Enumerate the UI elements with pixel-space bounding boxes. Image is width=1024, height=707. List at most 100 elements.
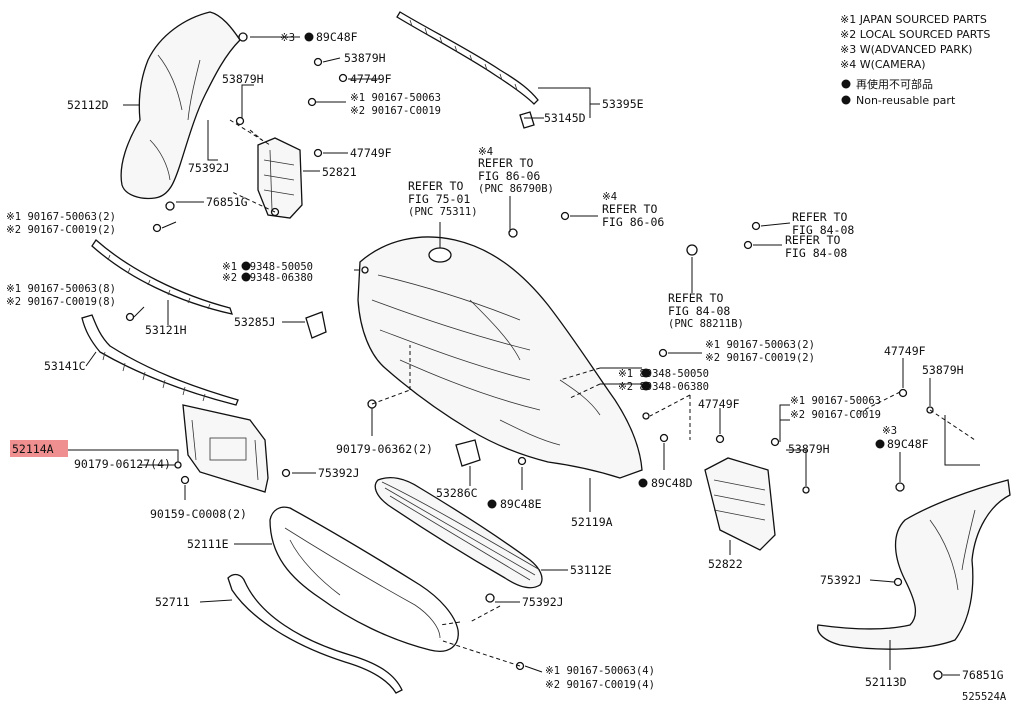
part-52113D-shape[interactable] — [816, 479, 1011, 650]
label-90167-C0019-a[interactable]: ※2 90167-C0019 — [350, 105, 441, 117]
part-53395E-shape[interactable] — [396, 11, 539, 105]
label-90167-C0019-c[interactable]: ※2 90167-C0019 — [790, 409, 881, 421]
legend-japan: ※1 JAPAN SOURCED PARTS — [840, 13, 987, 26]
leader-lines — [68, 36, 980, 676]
label-90167-50063-2a[interactable]: ※1 90167-50063(2) — [6, 211, 116, 223]
label-47749F-a[interactable]: 47749F — [350, 72, 392, 86]
label-53395E[interactable]: 53395E — [602, 97, 644, 111]
label-ref84b-1[interactable]: REFER TO — [785, 233, 840, 247]
label-52112D[interactable]: 52112D — [67, 98, 109, 112]
part-52822-shape[interactable] — [704, 457, 776, 551]
label-90159-C0008[interactable]: 90159-C0008(2) — [150, 507, 247, 521]
non-reusable-dot-icon — [841, 79, 851, 89]
non-reusable-dot-icon — [841, 95, 851, 105]
legend-non-reusable-jp: 再使用不可部品 — [856, 77, 933, 91]
label-53286C[interactable]: 53286C — [436, 486, 478, 500]
label-53879H-b[interactable]: 53879H — [222, 72, 264, 86]
clip-53145D-shape — [519, 111, 535, 129]
label-ref86a-0: ※4 — [478, 146, 493, 158]
label-ref84b-2[interactable]: FIG 84-08 — [785, 246, 847, 260]
label-76851G-a[interactable]: 76851G — [206, 195, 248, 209]
cover-53285J-shape — [305, 311, 327, 339]
figure-id: 525524A — [962, 691, 1007, 703]
label-75392J-b[interactable]: 75392J — [318, 466, 360, 480]
part-52114A-shape[interactable] — [182, 404, 269, 493]
legend-advanced-park: ※3 W(ADVANCED PARK) — [840, 43, 972, 56]
part-52111E-shape[interactable] — [269, 506, 459, 652]
fasteners — [125, 32, 943, 680]
label-52821[interactable]: 52821 — [322, 165, 357, 179]
part-53141C-shape[interactable] — [81, 314, 239, 406]
label-ref84a-1[interactable]: REFER TO — [792, 210, 847, 224]
label-90179-06127[interactable]: 90179-06127(4) — [74, 457, 171, 471]
label-ref86b-0: ※4 — [602, 191, 617, 203]
label-89348-06380-a[interactable]: ※2 89348-06380 — [222, 272, 313, 284]
label-47749F-d[interactable]: 47749F — [884, 344, 926, 358]
label-53145D[interactable]: 53145D — [544, 111, 586, 125]
label-89348-50050-b[interactable]: ※1 89348-50050 — [618, 368, 709, 380]
label-ref86a-3: (PNC 86790B) — [478, 183, 554, 195]
label-52111E[interactable]: 52111E — [187, 537, 229, 551]
label-53112E[interactable]: 53112E — [570, 563, 612, 577]
label-ref86b-2[interactable]: FIG 86-06 — [602, 215, 664, 229]
label-89C48F-b[interactable]: 89C48F — [887, 437, 929, 451]
labels: ※3 89C48F 53879H 47749F 53879H 52112D ※1… — [6, 30, 1007, 703]
label-90167-50063-4[interactable]: ※1 90167-50063(4) — [545, 665, 655, 677]
label-ref84c-1[interactable]: REFER TO — [668, 291, 723, 305]
label-89348-06380-b[interactable]: ※2 89348-06380 — [618, 381, 709, 393]
label-ref86a-2[interactable]: FIG 86-06 — [478, 169, 540, 183]
label-89C48E[interactable]: 89C48E — [500, 497, 542, 511]
label-47749F-b[interactable]: 47749F — [350, 146, 392, 160]
label-90167-C0019-4[interactable]: ※2 90167-C0019(4) — [545, 679, 655, 691]
non-reusable-markers — [241, 32, 885, 509]
label-90167-50063-8[interactable]: ※1 90167-50063(8) — [6, 283, 116, 295]
label-90167-50063-a[interactable]: ※1 90167-50063 — [350, 92, 441, 104]
label-89348-50050-a[interactable]: ※1 89348-50050 — [222, 261, 313, 273]
label-89C48D[interactable]: 89C48D — [651, 476, 693, 490]
highlight-52114A — [10, 440, 68, 457]
label-90167-50063-c[interactable]: ※1 90167-50063 — [790, 395, 881, 407]
part-52112D-shape[interactable] — [120, 11, 241, 200]
cap-53286C-shape — [455, 439, 481, 467]
label-52119A[interactable]: 52119A — [571, 515, 613, 529]
label-90167-C0019-2a[interactable]: ※2 90167-C0019(2) — [6, 224, 116, 236]
part-52711-shape[interactable] — [227, 573, 403, 694]
label-75392J-a[interactable]: 75392J — [188, 161, 230, 175]
label-ref75-1[interactable]: REFER TO — [408, 179, 463, 193]
label-52113D[interactable]: 52113D — [865, 675, 907, 689]
label-76851G-b[interactable]: 76851G — [962, 668, 1004, 682]
label-53285J[interactable]: 53285J — [234, 315, 276, 329]
label-90167-50063-2b[interactable]: ※1 90167-50063(2) — [705, 339, 815, 351]
label-89C48F-a[interactable]: 89C48F — [316, 30, 358, 44]
label-52711[interactable]: 52711 — [155, 595, 190, 609]
label-47749F-c[interactable]: 47749F — [698, 397, 740, 411]
legend: ※1 JAPAN SOURCED PARTS ※2 LOCAL SOURCED … — [840, 13, 990, 107]
label-90167-C0019-2b[interactable]: ※2 90167-C0019(2) — [705, 352, 815, 364]
label-90167-C0019-8[interactable]: ※2 90167-C0019(8) — [6, 296, 116, 308]
label-adv-park-b: ※3 — [882, 425, 897, 437]
label-53879H-d[interactable]: 53879H — [922, 363, 964, 377]
label-52114A[interactable]: 52114A — [12, 442, 54, 456]
label-53121H[interactable]: 53121H — [145, 323, 187, 337]
label-ref75-2[interactable]: FIG 75-01 — [408, 192, 470, 206]
label-ref86a-1[interactable]: REFER TO — [478, 156, 533, 170]
label-ref86b-1[interactable]: REFER TO — [602, 202, 657, 216]
part-52821-shape[interactable] — [257, 137, 303, 219]
label-53879H-c[interactable]: 53879H — [788, 442, 830, 456]
label-53879H-a[interactable]: 53879H — [344, 51, 386, 65]
label-ref84a-2[interactable]: FIG 84-08 — [792, 223, 854, 237]
label-52822[interactable]: 52822 — [708, 557, 743, 571]
legend-local: ※2 LOCAL SOURCED PARTS — [840, 28, 990, 41]
legend-camera: ※4 W(CAMERA) — [840, 58, 926, 71]
label-ref75-3: (PNC 75311) — [408, 206, 478, 218]
label-53141C[interactable]: 53141C — [44, 359, 86, 373]
part-53112E-shape[interactable] — [374, 477, 543, 589]
label-90179-06362[interactable]: 90179-06362(2) — [336, 442, 433, 456]
label-75392J-d[interactable]: 75392J — [820, 573, 862, 587]
label-ref84c-2[interactable]: FIG 84-08 — [668, 304, 730, 318]
label-adv-park-a: ※3 — [280, 32, 295, 44]
label-75392J-c[interactable]: 75392J — [522, 595, 564, 609]
label-ref84c-3: (PNC 88211B) — [668, 318, 744, 330]
part-53121H-shape[interactable] — [91, 239, 233, 315]
